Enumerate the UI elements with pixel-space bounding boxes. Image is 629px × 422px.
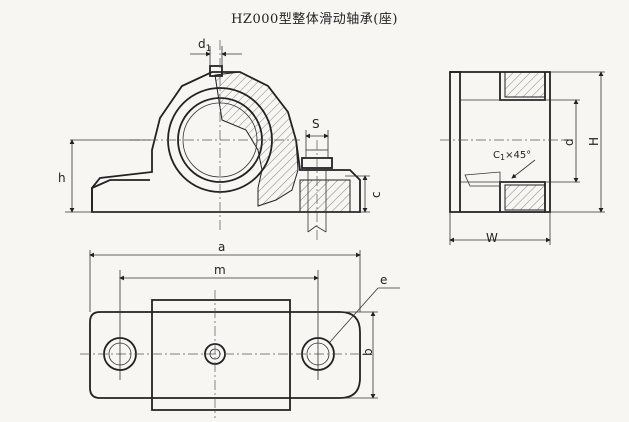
oil-hole [209,65,223,77]
label-chamfer: C1×45° [493,150,531,162]
side-bottom-hatch [504,184,546,211]
side-view [440,71,605,245]
label-c: c [369,191,383,198]
front-view [65,40,370,240]
bolt-break [307,225,327,233]
section-hatch [214,71,299,207]
left-foot [91,179,150,212]
top-view [80,250,400,418]
central-body [151,299,291,411]
side-top-hatch [504,71,546,98]
label-w: W [486,231,498,245]
label-h: h [58,171,66,185]
e-leader [329,287,379,343]
foot-section-hatch [299,179,351,213]
label-m: m [214,263,226,277]
label-s: S [312,117,320,131]
chamfer-leader [511,159,536,179]
label-a: a [218,240,225,254]
side-foot [464,171,501,187]
label-b: b [361,348,375,356]
label-H: H [587,137,601,146]
label-d: d [562,138,576,146]
drawing-title: HZ000型整体滑动轴承(座) [231,12,398,27]
label-d1: d1 [198,37,211,54]
label-e: e [380,273,387,287]
